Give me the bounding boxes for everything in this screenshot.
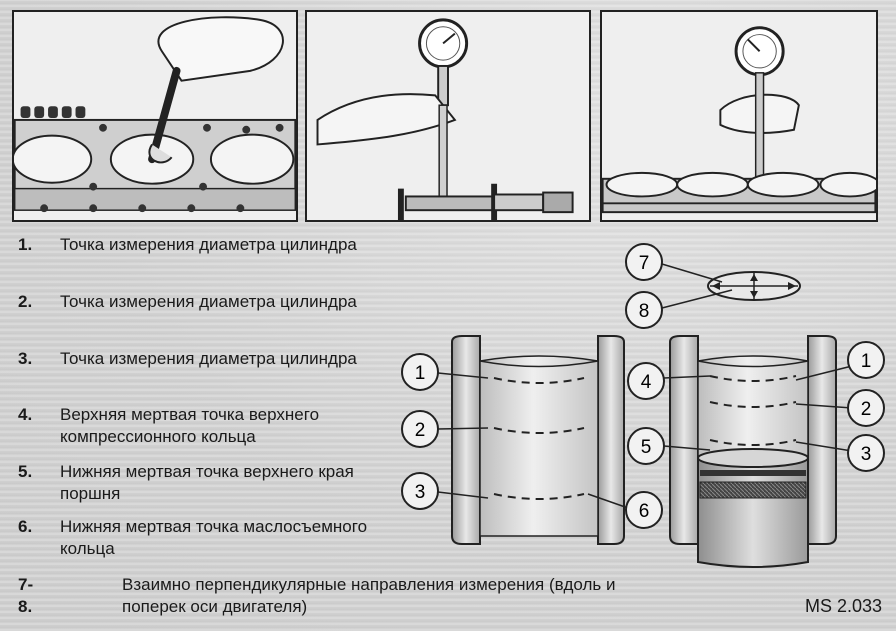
piston <box>697 448 809 568</box>
callout-1: 1 <box>401 353 439 391</box>
legend-text: Нижняя мертвая точка маслосъемного кольц… <box>60 517 368 558</box>
callout-5: 5 <box>627 427 665 465</box>
callout-4: 4 <box>627 362 665 400</box>
legend-number: 5. <box>18 462 33 481</box>
measurement-direction-ellipse <box>661 263 801 309</box>
legend-text: Точка измерения диаметра цилиндра <box>60 349 357 368</box>
legend-text: Точка измерения диаметра цилиндра <box>60 235 357 254</box>
legend-text: Точка измерения диаметра цилиндра <box>60 292 357 311</box>
illustration-gauge-calibration <box>305 10 591 222</box>
svg-text:2: 2 <box>861 399 872 420</box>
legend-text: Верхняя мертвая точка верхнего компресси… <box>60 405 320 446</box>
wiping-cylinder-drawing <box>14 12 296 220</box>
svg-text:6: 6 <box>639 501 650 522</box>
callout-leaders <box>437 365 853 509</box>
cylinder-with-piston <box>669 335 837 568</box>
callout-8: 8 <box>625 291 663 329</box>
svg-text:5: 5 <box>641 437 652 458</box>
callout-2-right: 2 <box>847 389 885 427</box>
svg-text:4: 4 <box>641 372 652 393</box>
callout-1-right: 1 <box>847 341 885 379</box>
svg-text:3: 3 <box>415 482 426 503</box>
figure-code: MS 2.033 <box>804 596 882 616</box>
legend-number: 6. <box>18 517 33 536</box>
legend-number: 4. <box>18 405 33 424</box>
legend-number: 2. <box>18 292 33 311</box>
callout-3-right: 3 <box>847 434 885 472</box>
svg-text:1: 1 <box>861 351 872 372</box>
svg-text:2: 2 <box>415 420 426 441</box>
illustration-wiping-cylinder <box>12 10 298 222</box>
svg-text:1: 1 <box>415 363 426 384</box>
illustration-bore-measuring <box>600 10 878 222</box>
svg-text:3: 3 <box>861 444 872 465</box>
legend-text: Нижняя мертвая точка верхнего края поршн… <box>60 462 354 503</box>
cylinder-measurement-diagram: 1 2 3 6 4 5 1 2 3 7 8 <box>401 243 885 568</box>
legend-text: Взаимно перпендикулярные направления изм… <box>122 575 616 616</box>
callout-7: 7 <box>625 243 663 281</box>
svg-text:8: 8 <box>639 301 650 322</box>
callout-2: 2 <box>401 410 439 448</box>
callout-6: 6 <box>625 491 663 529</box>
legend-number: 1. <box>18 235 33 254</box>
legend-number: 3. <box>18 349 33 368</box>
gauge-calibration-drawing <box>307 12 589 220</box>
svg-text:7: 7 <box>639 253 650 274</box>
callout-3: 3 <box>401 472 439 510</box>
cylinder-bore-left <box>451 335 625 545</box>
bore-measuring-drawing <box>602 12 876 220</box>
legend-number: 7-8. <box>18 575 34 616</box>
